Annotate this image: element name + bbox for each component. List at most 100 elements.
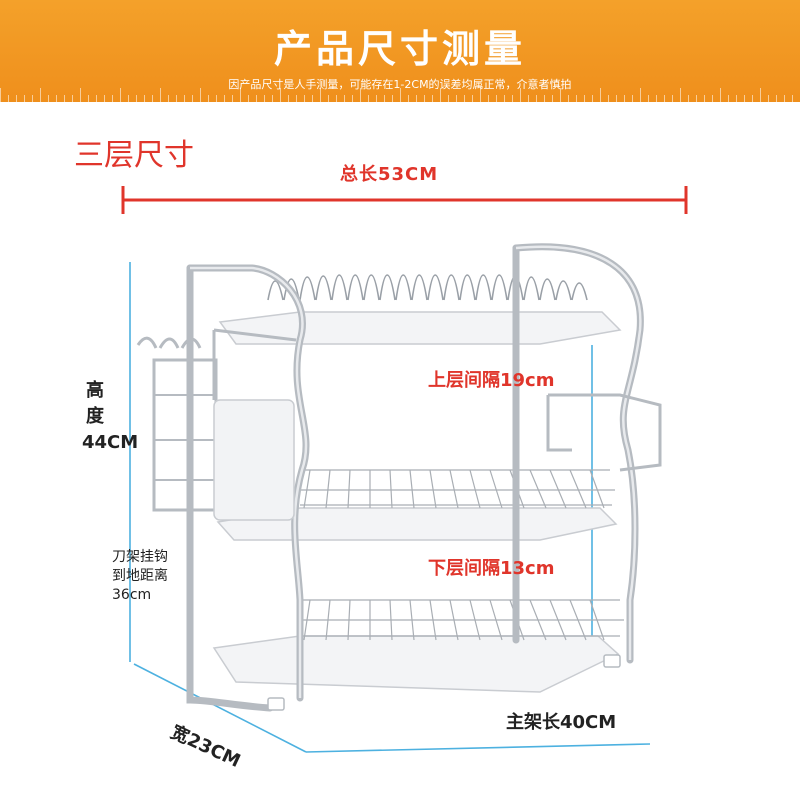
ruler-tick	[432, 95, 433, 102]
ruler-tick	[544, 95, 545, 102]
ruler-tick	[560, 88, 561, 102]
ruler-tick	[248, 95, 249, 102]
ruler-tick	[96, 95, 97, 102]
ruler-tick	[592, 95, 593, 102]
ruler-tick	[72, 95, 73, 102]
ruler-tick	[88, 95, 89, 102]
ruler-tick	[240, 88, 241, 102]
page-subtitle: 因产品尺寸是人手测量，可能存在1-2CM的误差均属正常，介意者慎拍	[228, 78, 572, 91]
ruler-tick	[232, 95, 233, 102]
ruler-tick	[112, 95, 113, 102]
total-length-label: 总长53CM	[340, 164, 439, 185]
ruler-tick	[208, 95, 209, 102]
ruler-tick	[360, 88, 361, 102]
ruler-tick	[672, 95, 673, 102]
ruler-tick	[384, 95, 385, 102]
ruler-tick	[616, 95, 617, 102]
ruler-tick	[528, 95, 529, 102]
ruler-tick	[688, 95, 689, 102]
ruler-tick	[184, 95, 185, 102]
ruler-tick	[352, 95, 353, 102]
ruler-tick	[120, 88, 121, 102]
ruler-tick	[792, 95, 793, 102]
ruler-tick	[168, 95, 169, 102]
ruler-tick	[488, 95, 489, 102]
knife-hook-note: 刀架挂钩 到地距离 36cm	[112, 549, 168, 603]
ruler-tick	[648, 95, 649, 102]
ruler-tick	[368, 95, 369, 102]
ruler-tick	[160, 88, 161, 102]
lower-gap-label: 下层间隔13cm	[428, 558, 555, 579]
ruler-tick	[288, 95, 289, 102]
ruler-tick	[280, 88, 281, 102]
ruler-tick	[392, 95, 393, 102]
ruler-tick	[480, 88, 481, 102]
section-title: 三层尺寸	[74, 138, 194, 173]
ruler-tick	[296, 95, 297, 102]
ruler-tick	[784, 95, 785, 102]
main-frame-length-label: 主架长40CM	[506, 712, 617, 733]
ruler-tick	[776, 95, 777, 102]
ruler-tick	[400, 88, 401, 102]
ruler-tick	[416, 95, 417, 102]
ruler-tick	[624, 95, 625, 102]
ruler-tick	[408, 95, 409, 102]
total-length-guide	[121, 186, 688, 214]
ruler-tick	[192, 95, 193, 102]
rack-feet	[267, 654, 621, 711]
ruler-tick	[320, 88, 321, 102]
ruler-tick	[136, 95, 137, 102]
ruler-tick	[600, 88, 601, 102]
ruler-tick	[536, 95, 537, 102]
ruler-tick	[552, 95, 553, 102]
ruler-tick	[312, 95, 313, 102]
ruler-tick	[704, 95, 705, 102]
ruler-tick	[176, 95, 177, 102]
cup-holder	[546, 393, 662, 472]
height-label: 高度 44CM	[82, 380, 139, 453]
ruler-tick	[304, 95, 305, 102]
ruler-tick	[32, 95, 33, 102]
ruler-tick	[456, 95, 457, 102]
header-banner: 产品尺寸测量 因产品尺寸是人手测量，可能存在1-2CM的误差均属正常，介意者慎拍	[0, 0, 800, 102]
ruler-tick	[744, 95, 745, 102]
ruler-tick	[608, 95, 609, 102]
ruler-tick	[200, 88, 201, 102]
ruler-tick	[464, 95, 465, 102]
ruler-tick	[656, 95, 657, 102]
ruler-tick	[224, 95, 225, 102]
ruler-tick	[144, 95, 145, 102]
ruler-tick	[736, 95, 737, 102]
ruler-tick	[8, 95, 9, 102]
ruler-tick	[328, 95, 329, 102]
ruler-tick	[664, 95, 665, 102]
ruler-tick	[152, 95, 153, 102]
ruler-tick	[568, 95, 569, 102]
ruler-tick	[48, 95, 49, 102]
chrome-highlight	[190, 245, 642, 698]
ruler-tick	[256, 95, 257, 102]
ruler-tick	[24, 95, 25, 102]
ruler-tick	[504, 95, 505, 102]
ruler-tick	[0, 88, 1, 102]
ruler-tick	[80, 88, 81, 102]
ruler-tick	[472, 95, 473, 102]
ruler-tick	[440, 88, 441, 102]
ruler-tick	[448, 95, 449, 102]
ruler-tick	[272, 95, 273, 102]
ruler-tick	[56, 95, 57, 102]
ruler-tick	[336, 95, 337, 102]
ruler-tick	[496, 95, 497, 102]
page-title: 产品尺寸测量	[273, 27, 526, 71]
ruler-tick	[64, 95, 65, 102]
ruler-tick	[712, 95, 713, 102]
ruler-tick	[520, 88, 521, 102]
ruler-tick	[728, 95, 729, 102]
ruler-tick	[128, 95, 129, 102]
ruler-tick	[576, 95, 577, 102]
ruler-tick	[696, 95, 697, 102]
ruler-tick	[680, 88, 681, 102]
ruler-tick	[584, 95, 585, 102]
ruler-tick	[264, 95, 265, 102]
